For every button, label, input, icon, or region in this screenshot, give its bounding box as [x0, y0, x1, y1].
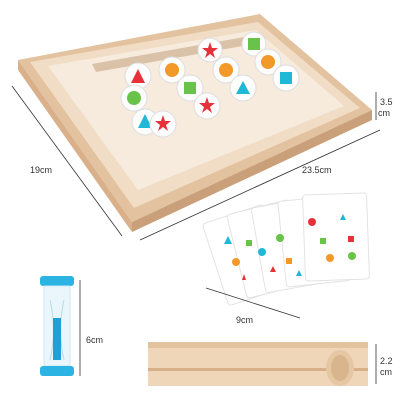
cards-dimension-line: [205, 287, 301, 319]
length-label: 23.5cm: [302, 165, 332, 175]
height-label-unit: cm: [378, 108, 390, 118]
bar-label-value: 2.2: [380, 356, 393, 366]
bar-label-unit: cm: [380, 367, 392, 377]
width-label: 19cm: [30, 165, 53, 175]
timer-label: 6cm: [86, 335, 104, 345]
board-pieces: [120, 31, 300, 138]
sand-timer: [40, 276, 74, 376]
wooden-bar: [148, 342, 368, 386]
card-stack: [202, 192, 370, 306]
height-label-value: 3.5: [380, 97, 393, 107]
board-dimension-lines: [11, 85, 381, 241]
cards-label: 9cm: [236, 315, 254, 325]
